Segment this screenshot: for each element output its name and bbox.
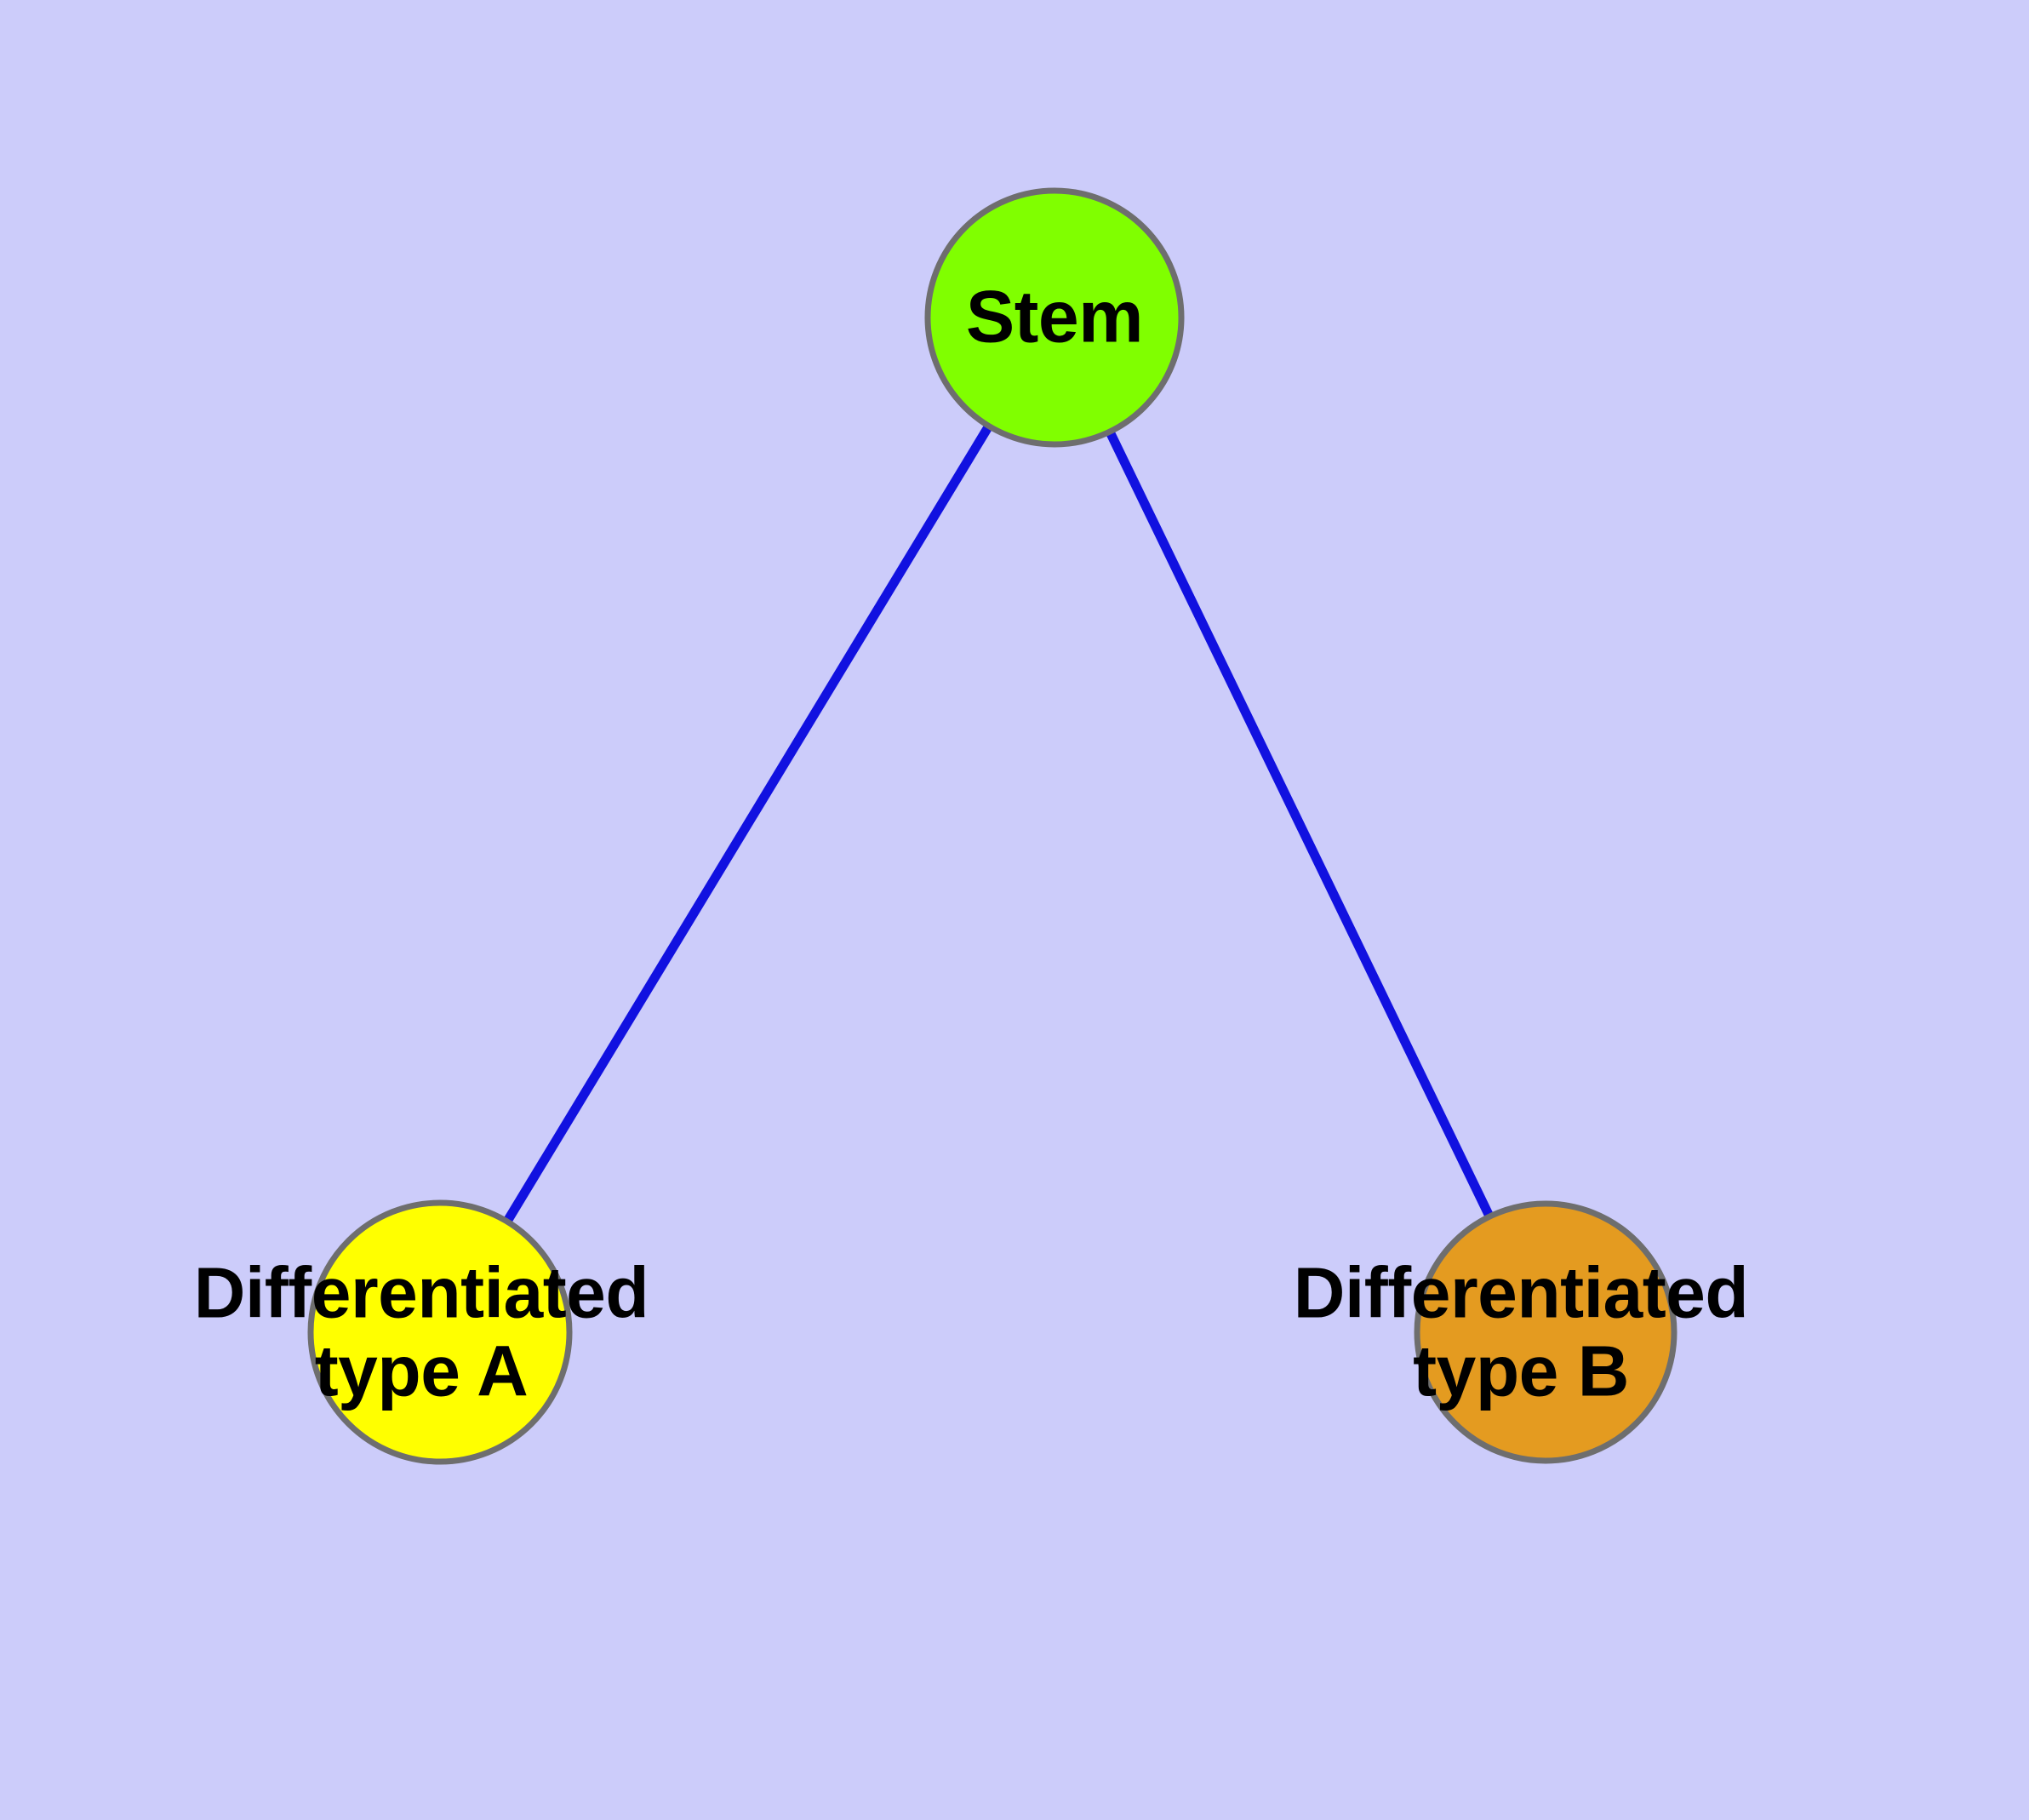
nodes-layer <box>307 187 1677 1465</box>
edge-stem-to-differentiated-type-b[interactable] <box>1050 315 1550 1335</box>
edge-stem-to-differentiated-type-a[interactable] <box>436 315 1059 1335</box>
node-stem[interactable] <box>924 187 1185 448</box>
node-differentiated-type-a[interactable] <box>307 1199 573 1465</box>
node-differentiated-type-b[interactable] <box>1414 1200 1677 1464</box>
edges-layer <box>436 315 1550 1335</box>
